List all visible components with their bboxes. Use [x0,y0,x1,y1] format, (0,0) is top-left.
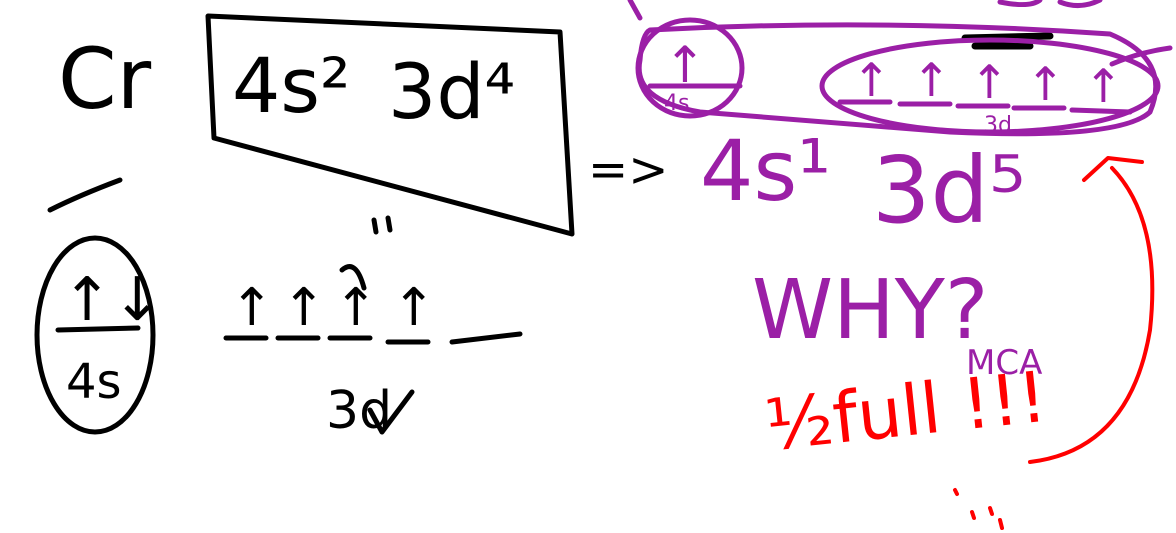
left-3d-arrow-4: ↑ [392,278,436,338]
right-config-s: 4s¹ [700,122,831,220]
left-3d-arrow-1: ↑ [230,278,274,338]
top-right-check-icon [1109,45,1173,67]
right-config-d: 3d⁵ [872,137,1026,244]
right-3d-orbitals: ↑ ↑ ↑ ↑ ↑ [837,53,1133,115]
right-3d-arrow-3: ↑ [970,55,1009,109]
config-enclosure [636,22,1159,137]
implies-arrow: => [588,142,668,198]
right-4s-circle [635,17,745,119]
right-3d-arrow-5: ↑ [1084,59,1123,113]
right-3d-arrow-4: ↑ [1026,57,1065,111]
boxed-config-d: 3d⁴ [388,47,515,136]
check-mark-icon [47,177,123,213]
left-4s-line [55,325,141,333]
red-curved-arrow [1028,166,1155,464]
configuration-box [205,13,575,237]
red-arrowhead-icon [1082,156,1144,182]
right-3d-line-5 [1069,107,1133,115]
right-3d-arrow-2: ↑ [912,53,951,107]
element-symbol: Cr [58,30,152,128]
mca-note: MCA [966,343,1042,383]
pairing-hint-marks [339,215,393,291]
boxed-config-s: 4s² [232,41,350,130]
left-3d-orbitals: ↑ ↑ ↑ ↑ [223,278,523,345]
right-3d-circle [819,37,1161,135]
left-3d-arrow-2: ↑ [282,278,326,338]
red-dots [953,488,1004,530]
half-full-note: ½full !!! [761,356,1050,467]
left-3d-checkmark-icon [367,389,415,435]
right-3d-label: 3d [984,113,1012,138]
left-3d-arrow-3: ↑ [334,278,378,338]
right-4s-label: 4s [664,91,689,116]
cutoff-top-writing [627,0,1103,21]
why-question: WHY? [752,263,988,358]
left-4s-label: 4s [66,354,122,410]
orbital-4s-circle [34,235,156,435]
right-3d-arrow-1: ↑ [852,53,891,107]
left-3d-line-5 [449,331,523,345]
left-4s-arrows: ↑↓ [62,265,163,335]
